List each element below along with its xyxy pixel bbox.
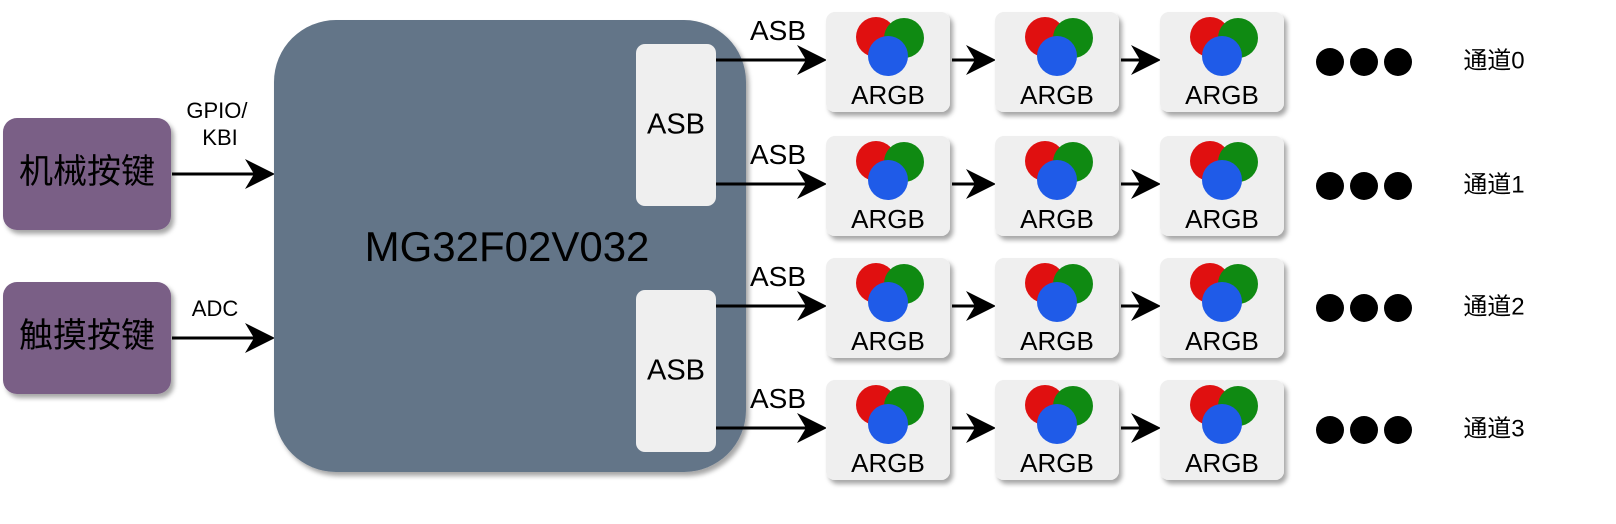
blue-led-icon bbox=[1037, 36, 1077, 76]
channel-3: ASB ARGB ARGB ARGB 通道3 bbox=[716, 380, 1525, 480]
mcu-block: MG32F02V032 ASB ASB bbox=[274, 20, 746, 472]
ellipsis-dot-icon bbox=[1350, 48, 1378, 76]
blue-led-icon bbox=[1037, 282, 1077, 322]
led-label: ARGB bbox=[1020, 326, 1094, 356]
input-connector-adc: ADC bbox=[172, 296, 275, 353]
signal-label-asb: ASB bbox=[750, 15, 806, 46]
ellipsis-dot-icon bbox=[1316, 48, 1344, 76]
blue-led-icon bbox=[1037, 404, 1077, 444]
led-label: ARGB bbox=[1185, 448, 1259, 478]
input-block-bg bbox=[3, 118, 171, 230]
ellipsis-dot-icon bbox=[1384, 294, 1412, 322]
led-label: ARGB bbox=[1020, 448, 1094, 478]
ellipsis-dot-icon bbox=[1316, 294, 1344, 322]
asb-port-block bbox=[636, 290, 716, 452]
blue-led-icon bbox=[1202, 282, 1242, 322]
led-label: ARGB bbox=[851, 80, 925, 110]
channel-2: ASB ARGB ARGB ARGB 通道2 bbox=[716, 258, 1525, 358]
led-label: ARGB bbox=[1020, 80, 1094, 110]
channel-name: 通道1 bbox=[1463, 171, 1524, 198]
argb-led: ARGB bbox=[995, 136, 1119, 236]
signal-label-asb: ASB bbox=[750, 261, 806, 292]
led-label: ARGB bbox=[1185, 326, 1259, 356]
signal-label-line: GPIO/ bbox=[186, 98, 248, 123]
argb-led: ARGB bbox=[995, 380, 1119, 480]
led-label: ARGB bbox=[1185, 204, 1259, 234]
signal-label-asb: ASB bbox=[750, 139, 806, 170]
argb-led: ARGB bbox=[1160, 12, 1284, 112]
input-block-touch-key: 触摸按键 bbox=[3, 282, 171, 394]
led-label: ARGB bbox=[851, 204, 925, 234]
signal-label-adc: ADC bbox=[192, 296, 239, 321]
input-block-mechanical-key: 机械按键 bbox=[3, 118, 171, 230]
signal-label-asb: ASB bbox=[750, 383, 806, 414]
input-block-bg bbox=[3, 282, 171, 394]
argb-led: ARGB bbox=[1160, 258, 1284, 358]
argb-led: ARGB bbox=[826, 380, 950, 480]
blue-led-icon bbox=[1202, 160, 1242, 200]
ellipsis-dot-icon bbox=[1316, 172, 1344, 200]
blue-led-icon bbox=[868, 36, 908, 76]
led-label: ARGB bbox=[851, 448, 925, 478]
led-label: ARGB bbox=[1185, 80, 1259, 110]
blue-led-icon bbox=[868, 282, 908, 322]
channel-name: 通道3 bbox=[1463, 415, 1524, 442]
ellipsis-dot-icon bbox=[1350, 172, 1378, 200]
argb-led: ARGB bbox=[995, 258, 1119, 358]
ellipsis-dot-icon bbox=[1350, 294, 1378, 322]
channel-name: 通道2 bbox=[1463, 293, 1524, 320]
led-label: ARGB bbox=[1020, 204, 1094, 234]
channel-name: 通道0 bbox=[1463, 47, 1524, 74]
argb-led: ARGB bbox=[1160, 136, 1284, 236]
argb-led: ARGB bbox=[995, 12, 1119, 112]
blue-led-icon bbox=[1037, 160, 1077, 200]
asb-port-label: ASB bbox=[647, 109, 705, 141]
input-label: 触摸按键 bbox=[19, 317, 155, 355]
channel-0: ASB ARGB ARGB ARGB 通道0 bbox=[716, 12, 1525, 112]
mcu-label: MG32F02V032 bbox=[365, 223, 650, 270]
argb-led: ARGB bbox=[826, 136, 950, 236]
led-label: ARGB bbox=[851, 326, 925, 356]
asb-port-block bbox=[636, 44, 716, 206]
ellipsis-dot-icon bbox=[1384, 172, 1412, 200]
blue-led-icon bbox=[868, 404, 908, 444]
input-connector-gpio: GPIO/ KBI bbox=[172, 98, 275, 189]
argb-led: ARGB bbox=[1160, 380, 1284, 480]
blue-led-icon bbox=[1202, 36, 1242, 76]
input-label: 机械按键 bbox=[19, 153, 155, 191]
ellipsis-dot-icon bbox=[1384, 48, 1412, 76]
ellipsis-dot-icon bbox=[1350, 416, 1378, 444]
channel-1: ASB ARGB ARGB ARGB 通道1 bbox=[716, 136, 1525, 236]
argb-led: ARGB bbox=[826, 258, 950, 358]
asb-port-label: ASB bbox=[647, 355, 705, 387]
argb-led: ARGB bbox=[826, 12, 950, 112]
blue-led-icon bbox=[868, 160, 908, 200]
blue-led-icon bbox=[1202, 404, 1242, 444]
ellipsis-dot-icon bbox=[1384, 416, 1412, 444]
ellipsis-dot-icon bbox=[1316, 416, 1344, 444]
mcu-block-bg bbox=[274, 20, 746, 472]
signal-label-gpio-kbi: GPIO/ KBI bbox=[186, 98, 253, 150]
signal-label-line: KBI bbox=[202, 125, 237, 150]
